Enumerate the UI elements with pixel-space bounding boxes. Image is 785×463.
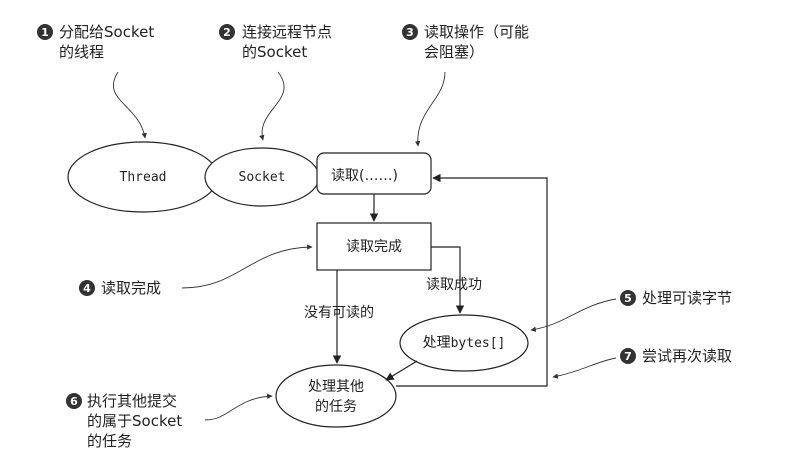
badge-1-number: 1 (41, 26, 49, 39)
callout-6-line1: 执行其他提交 (87, 392, 177, 410)
badge-5-number: 5 (624, 292, 632, 305)
callout-1-pointer (112, 71, 147, 139)
callout-7-pointer (552, 357, 617, 379)
callout-6-line3: 的任务 (87, 432, 132, 450)
callout-thread: 1 分配给Socket 的线程 (37, 23, 154, 139)
callout-4-line1: 读取完成 (101, 279, 161, 297)
edge-label-nothing-readable: 没有可读的 (304, 304, 374, 321)
callout-1-line1: 分配给Socket (59, 23, 154, 41)
badge-3-number: 3 (406, 26, 414, 39)
other-tasks-line1: 处理其他 (308, 379, 364, 395)
edge-complete-to-process (431, 246, 465, 314)
socket-label: Socket (239, 170, 286, 185)
callout-1-line2: 的线程 (59, 43, 104, 61)
badge-2-number: 2 (223, 26, 231, 39)
callout-5-pointer (530, 298, 617, 332)
thread-label: Thread (120, 170, 167, 185)
other-tasks-node (275, 364, 397, 428)
callout-4-pointer (181, 244, 313, 289)
callout-retry-read: 7 尝试再次读取 (552, 347, 732, 379)
process-bytes-mono: bytes[] (451, 336, 506, 351)
callout-socket: 2 连接远程节点 的Socket (219, 23, 332, 141)
callout-read: 3 读取操作（可能 会阻塞） (402, 23, 529, 147)
callout-3-line1: 读取操作（可能 (424, 23, 529, 41)
badge-4-number: 4 (83, 282, 91, 295)
callout-3-line2: 会阻塞） (424, 43, 484, 61)
edge-label-read-success: 读取成功 (426, 276, 482, 293)
callout-other-tasks: 6 执行其他提交 的属于Socket 的任务 (66, 392, 273, 450)
callout-7-line1: 尝试再次读取 (642, 347, 732, 365)
callout-2-line1: 连接远程节点 (242, 23, 332, 41)
badge-6 (66, 393, 82, 409)
badge-6-number: 6 (70, 395, 78, 408)
callout-2-pointer (259, 71, 285, 141)
callout-2-line2: 的Socket (242, 43, 307, 61)
badge-4 (79, 280, 95, 296)
badge-3 (402, 24, 418, 40)
badge-1 (37, 24, 53, 40)
edge-loop-back-to-read (396, 173, 548, 387)
callout-3-pointer (414, 71, 446, 147)
process-bytes-node (399, 314, 529, 372)
edge-process-to-other (385, 360, 418, 381)
read-complete-label: 读取完成 (346, 238, 402, 255)
badge-7-number: 7 (624, 350, 632, 363)
callout-6-pointer (204, 393, 273, 421)
callout-5-line1: 处理可读字节 (642, 289, 732, 307)
read-label: 读取(……) (331, 167, 398, 184)
process-bytes-label: 处理bytes[] (423, 335, 506, 351)
badge-7 (620, 348, 636, 364)
callout-read-complete: 4 读取完成 (79, 244, 313, 297)
badge-5 (620, 290, 636, 306)
callout-process-bytes: 5 处理可读字节 (530, 289, 732, 332)
callout-6-line2: 的属于Socket (87, 412, 182, 430)
other-tasks-line2: 的任务 (315, 399, 357, 415)
badge-2 (219, 24, 235, 40)
process-bytes-prefix: 处理 (423, 335, 451, 351)
